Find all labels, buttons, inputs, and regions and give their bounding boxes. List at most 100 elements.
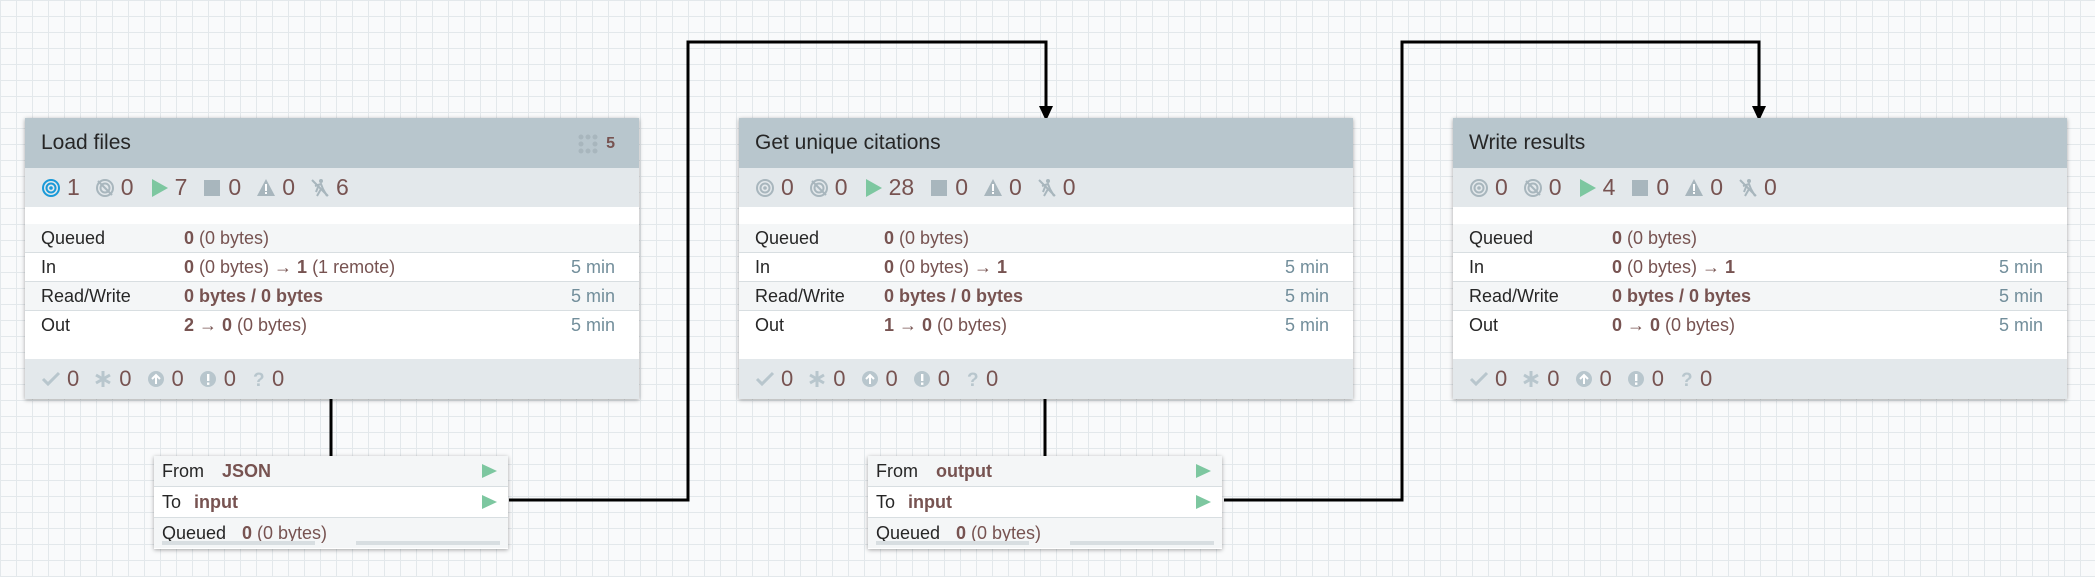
running-count: 4 (1602, 174, 1616, 200)
stats-label: Read/Write (755, 285, 845, 306)
not-transmitting-count: 0 (120, 174, 134, 200)
process-group-stats-table: Queued 0 (0 bytes) In 0 (0 bytes) → 1 5 … (1453, 224, 2067, 339)
stats-label: In (41, 256, 57, 277)
question-icon (253, 370, 265, 389)
transmitting-icon (42, 178, 60, 197)
process-group-stats-table: Queued 0 (0 bytes) In 0 (0 bytes) → 1 5 … (739, 224, 1353, 339)
stats-time: 5 min (1284, 314, 1329, 335)
stats-label: Out (1469, 314, 1499, 335)
stats-time: 5 min (1998, 314, 2043, 335)
question-icon (967, 370, 979, 389)
transmitting-icon (1470, 178, 1488, 197)
stats-row-in: In 0 (0 bytes) → 1 5 min (739, 253, 1353, 282)
sync-failure-count: 0 (1651, 366, 1664, 391)
connection-to-row: To input (868, 487, 1222, 518)
stopped-icon (931, 179, 948, 196)
stats-label: Read/Write (1469, 285, 1559, 306)
stats-value: 2 → 0 (0 bytes) (184, 314, 308, 335)
connection-arrowhead-write (1752, 106, 1766, 121)
connection-to-port: input (908, 491, 952, 512)
up-to-date-count: 0 (1495, 366, 1508, 391)
stats-row-in: In 0 (0 bytes) → 1 5 min (1453, 253, 2067, 282)
stopped-count: 0 (955, 174, 968, 200)
disabled-count: 6 (335, 174, 349, 200)
stats-time: 5 min (1998, 256, 2043, 277)
not-transmitting-icon (95, 178, 114, 197)
transmitting-count: 0 (1495, 174, 1508, 200)
connection-from-row: From output (868, 456, 1222, 487)
unknown-count: 0 (272, 366, 285, 391)
running-icon (1579, 178, 1596, 197)
stats-time: 5 min (570, 314, 615, 335)
asterisk-icon (1522, 369, 1540, 389)
stale-count: 0 (171, 366, 184, 391)
queue-backpressure-bars (876, 541, 1214, 545)
up-to-date-count: 0 (67, 366, 80, 391)
disabled-icon (1738, 177, 1757, 197)
component-stats-bar: 0 0 4 0 0 0 (1453, 168, 2067, 207)
connection-from-label: From (162, 460, 204, 481)
check-icon (41, 371, 61, 386)
locally-modified-count: 0 (833, 366, 846, 391)
version-control-indicator[interactable]: 5 (578, 134, 615, 154)
process-group-load-files[interactable]: Load files 5 1 0 7 0 0 6 Queued 0 (0 byt… (25, 118, 639, 399)
running-icon (151, 178, 168, 197)
stats-label: In (1469, 256, 1485, 277)
process-group-title: Load files (41, 131, 131, 154)
process-group-header[interactable]: Get unique citations (739, 118, 1353, 168)
play-arrow-icon (482, 464, 497, 478)
connection-label-output-to-input[interactable]: From output To input Queued 0 (0 bytes) (868, 456, 1222, 549)
stats-value: 0 (0 bytes) (1612, 227, 1698, 248)
invalid-icon (983, 178, 1002, 196)
process-group-get-unique-citations[interactable]: Get unique citations 0 0 28 0 0 0 Queued… (739, 118, 1353, 399)
connection-to-port: input (194, 491, 238, 512)
process-group-header[interactable]: Write results (1453, 118, 2067, 168)
arrow-up-circle-icon (860, 370, 879, 388)
stopped-count: 0 (1656, 174, 1670, 200)
running-count: 7 (174, 174, 188, 200)
process-group-title: Get unique citations (755, 131, 941, 154)
disabled-icon (1037, 177, 1056, 197)
stopped-icon (1632, 179, 1649, 196)
stats-label: Out (755, 314, 785, 335)
stats-value: 0 (0 bytes) (884, 227, 970, 248)
connection-from-row: From JSON (154, 456, 508, 487)
connection-to-label: To (162, 491, 182, 512)
stats-value: 0 (0 bytes) (184, 227, 270, 248)
stats-value: 0 bytes / 0 bytes (884, 285, 1024, 306)
stats-row-out: Out 2 → 0 (0 bytes) 5 min (25, 311, 639, 339)
stats-row-read-write: Read/Write 0 bytes / 0 bytes 5 min (25, 282, 639, 311)
connection-queued-value: 0 (0 bytes) (956, 522, 1042, 543)
transmitting-count: 1 (67, 174, 80, 200)
invalid-count: 0 (282, 174, 295, 200)
stats-row-out: Out 1 → 0 (0 bytes) 5 min (739, 311, 1353, 339)
process-group-write-results[interactable]: Write results 0 0 4 0 0 0 Queued 0 (0 by… (1453, 118, 2067, 399)
stats-value: 0 (0 bytes) → 1 (1 remote) (184, 256, 396, 277)
queue-backpressure-bars (162, 541, 500, 545)
stats-value: 1 → 0 (0 bytes) (884, 314, 1008, 335)
stats-label: Queued (41, 227, 106, 248)
disabled-count: 0 (1062, 174, 1076, 200)
play-arrow-icon (1196, 495, 1211, 509)
stats-row-out: Out 0 → 0 (0 bytes) 5 min (1453, 311, 2067, 339)
unknown-count: 0 (986, 366, 999, 391)
running-count: 28 (888, 174, 915, 200)
version-control-icon (578, 134, 598, 154)
version-status-bar: 0 0 0 0 0 (739, 359, 1353, 399)
sync-failure-count: 0 (937, 366, 950, 391)
process-group-stats-table: Queued 0 (0 bytes) In 0 (0 bytes) → 1 (1… (25, 224, 639, 339)
stale-count: 0 (1599, 366, 1612, 391)
running-icon (865, 178, 882, 197)
invalid-count: 0 (1008, 174, 1022, 200)
not-transmitting-count: 0 (1548, 174, 1562, 200)
not-transmitting-count: 0 (834, 174, 848, 200)
version-count: 5 (606, 135, 615, 152)
locally-modified-count: 0 (1547, 366, 1560, 391)
connection-queued-label: Queued (162, 522, 227, 543)
connection-label-json-to-input[interactable]: From JSON To input Queued 0 (0 bytes) (154, 456, 508, 549)
stats-value: 0 bytes / 0 bytes (1612, 285, 1752, 306)
process-group-header[interactable]: Load files 5 (25, 118, 639, 168)
stats-row-read-write: Read/Write 0 bytes / 0 bytes 5 min (739, 282, 1353, 311)
connection-arrowhead-citations (1039, 106, 1053, 121)
